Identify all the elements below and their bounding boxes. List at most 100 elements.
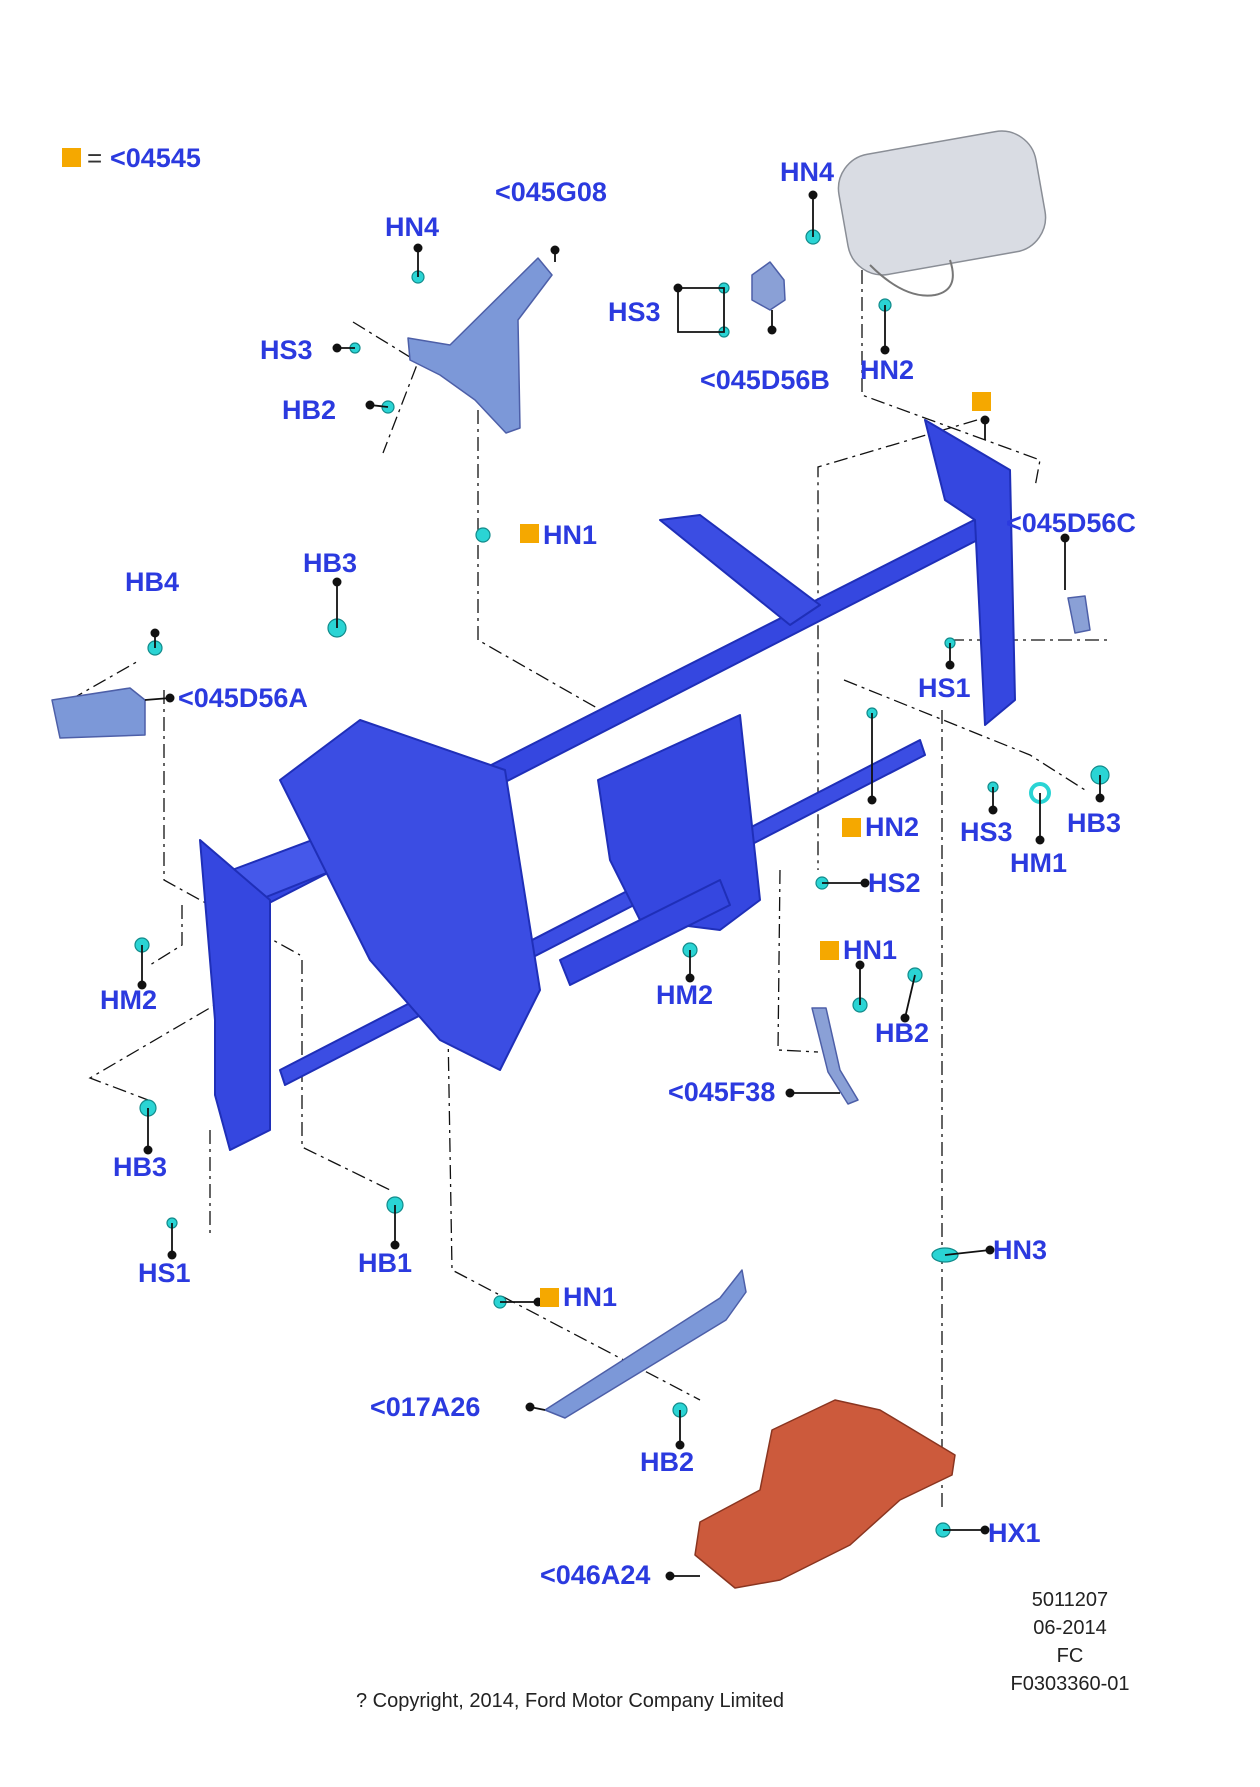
leader-dot <box>673 283 683 293</box>
callout-label: HM1 <box>1010 848 1068 878</box>
leader-dot <box>143 1145 153 1155</box>
leader-dot <box>855 960 865 970</box>
callout-label: HS3 <box>608 297 661 327</box>
callout-label: HS2 <box>868 868 921 898</box>
callout-label: HX1 <box>988 1518 1041 1548</box>
callout-label: HB4 <box>125 567 180 597</box>
marker-icon <box>842 818 861 837</box>
callout-label: <045D56B <box>700 365 830 395</box>
leader-dot <box>767 325 777 335</box>
callout-label: HN2 <box>865 812 920 842</box>
leader-dot <box>675 1440 685 1450</box>
leader-dot <box>685 973 695 983</box>
bracket-045f38 <box>811 1007 859 1105</box>
leader-dot <box>900 1013 910 1023</box>
leader-line <box>904 974 916 1019</box>
leader-dot <box>980 1525 990 1535</box>
leader-dot <box>150 628 160 638</box>
module-046a24 <box>694 1399 956 1589</box>
callout-label: HN3 <box>993 1235 1048 1265</box>
leader-dot <box>413 243 423 253</box>
reference-line: FC <box>1056 1645 1084 1667</box>
callout-label: HB2 <box>282 395 337 425</box>
left-end-bracket <box>199 839 271 1151</box>
leader-dot <box>665 1571 675 1581</box>
callout-label: HN1 <box>843 935 898 965</box>
bracket-017a26 <box>544 1269 747 1419</box>
alignment-line <box>447 1029 701 1401</box>
leader-dot <box>860 878 870 888</box>
alignment-line <box>149 905 183 966</box>
leader-dot <box>525 1402 535 1412</box>
leader-dot <box>550 245 560 255</box>
leader-dot <box>1095 793 1105 803</box>
marker-icon <box>820 941 839 960</box>
leader-dot <box>808 190 818 200</box>
callout-label: HM2 <box>656 980 714 1010</box>
legend-text: <04545 <box>110 143 201 173</box>
leader-dot <box>867 795 877 805</box>
leader-dot <box>365 400 375 410</box>
marker-icon <box>520 524 539 543</box>
right-end-bracket <box>924 419 1016 726</box>
alignment-line <box>843 679 1086 791</box>
leader-dot <box>165 693 175 703</box>
callout-label: HM2 <box>100 985 158 1015</box>
alignment-line <box>477 410 619 721</box>
leader-dot <box>980 415 990 425</box>
leader-dot <box>167 1250 177 1260</box>
callout-label: HS3 <box>260 335 313 365</box>
reference-line: F0303360-01 <box>1010 1673 1130 1695</box>
callout-label: <045D56A <box>178 683 308 713</box>
leader-line <box>677 287 725 333</box>
reference-line: 5011207 <box>1031 1589 1109 1611</box>
marker-icon <box>540 1288 559 1307</box>
alignment-line <box>88 994 233 1101</box>
callout-label: <045D56C <box>1006 508 1136 538</box>
center-stack-support <box>597 714 761 931</box>
leader-dot <box>332 343 342 353</box>
reference-line: 06-2014 <box>1033 1617 1107 1639</box>
callout-label: <017A26 <box>370 1392 481 1422</box>
marker-icon <box>972 392 991 411</box>
leader-dot <box>985 1245 995 1255</box>
callout-label: HB2 <box>640 1447 695 1477</box>
callout-label: HB1 <box>358 1248 413 1278</box>
upper-strut <box>659 514 821 626</box>
leader-dot <box>137 980 147 990</box>
lower-brace <box>559 879 731 986</box>
callout-label: HN2 <box>860 355 915 385</box>
alignment-line <box>352 321 419 454</box>
callout-label: HB2 <box>875 1018 930 1048</box>
callout-label: HB3 <box>113 1152 168 1182</box>
airbag-harness <box>869 259 954 297</box>
legend-marker-icon <box>62 148 81 167</box>
leader-lines <box>137 190 1105 1581</box>
callout-label: <045F38 <box>668 1077 776 1107</box>
leader-dot <box>1035 835 1045 845</box>
leader-dot <box>945 660 955 670</box>
fastener-icon <box>475 527 491 543</box>
reference-block: 5011207 06-2014 FC F0303360-01 <box>1000 1586 1140 1698</box>
alignment-lines <box>69 270 1110 1510</box>
leader-line <box>944 1249 991 1256</box>
copyright-text: ? Copyright, 2014, Ford Motor Company Li… <box>356 1690 784 1712</box>
airbag-module <box>837 130 1047 276</box>
leader-dot <box>880 345 890 355</box>
callout-label: HN4 <box>385 212 440 242</box>
parts <box>51 130 1091 1589</box>
bracket-045d56b <box>751 261 786 311</box>
leader-dot <box>988 805 998 815</box>
callout-label: HB3 <box>303 548 358 578</box>
callout-label: <045G08 <box>495 177 607 207</box>
leader-dot <box>332 577 342 587</box>
callout-label: HB3 <box>1067 808 1122 838</box>
leader-dot <box>785 1088 795 1098</box>
callout-label: HN1 <box>563 1282 618 1312</box>
alignment-line <box>817 419 978 870</box>
leader-dot <box>390 1240 400 1250</box>
bracket-045d56a <box>51 687 146 739</box>
callout-label: HN4 <box>780 157 835 187</box>
